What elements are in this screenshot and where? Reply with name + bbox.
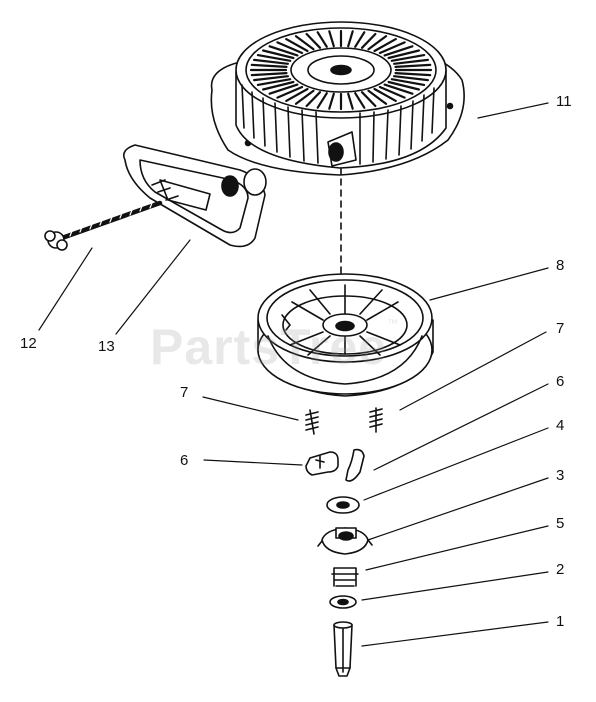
housing-fin: [328, 30, 335, 48]
spring-left: [305, 409, 319, 435]
housing-fin: [354, 31, 366, 48]
housing-fin: [383, 83, 414, 95]
housing-fin: [294, 89, 315, 105]
housing-fin: [354, 92, 366, 109]
housing-fin: [305, 91, 322, 108]
housing-fin: [316, 31, 328, 48]
housing-fin: [393, 75, 429, 82]
housing-fin: [394, 63, 432, 69]
housing-fin: [390, 78, 426, 87]
housing-fin: [373, 87, 397, 103]
housing-fin: [378, 41, 406, 55]
housing-fin: [285, 87, 309, 103]
housing-fin: [383, 45, 414, 57]
callout-7-left: 7: [180, 384, 189, 401]
housing-fin: [316, 92, 328, 109]
washer-upper: [326, 496, 360, 514]
starter-handle: [122, 144, 267, 248]
callout-3: 3: [556, 467, 565, 484]
callout-4: 4: [556, 417, 565, 434]
starter-rope: [44, 200, 163, 251]
callout-6-left: 6: [180, 452, 189, 469]
housing-fin: [373, 37, 397, 53]
washer-lower: [329, 595, 357, 609]
housing-fin: [250, 63, 288, 69]
callout-2: 2: [556, 561, 565, 578]
housing-fin: [253, 75, 289, 82]
callout-8: 8: [556, 257, 565, 274]
housing-fin: [253, 58, 289, 65]
housing-fin: [250, 71, 288, 77]
spring-right: [369, 407, 383, 433]
housing-fin: [256, 53, 292, 62]
housing-fin: [378, 85, 406, 99]
housing-fin: [367, 89, 388, 105]
callout-11: 11: [556, 93, 572, 110]
housing-fin: [268, 83, 299, 95]
callout-6-right: 6: [556, 373, 565, 390]
housing-fin: [268, 45, 299, 57]
housing-fin: [387, 80, 420, 91]
housing-fin: [394, 71, 432, 77]
housing-fin: [347, 30, 354, 48]
housing-fin: [328, 92, 335, 110]
housing-fin: [367, 35, 388, 51]
retainer: [317, 527, 373, 555]
shaft-pin: [333, 621, 353, 677]
housing-fin: [393, 58, 429, 65]
leader-lines: [38, 102, 549, 647]
pawl-right: [345, 448, 365, 482]
housing-fin: [387, 49, 420, 60]
callout-5: 5: [556, 515, 565, 532]
callout-7-right: 7: [556, 320, 565, 337]
compression-spring: [331, 567, 359, 587]
housing-fin: [256, 78, 292, 87]
housing-fin: [276, 41, 304, 55]
housing-fin: [262, 80, 295, 91]
housing-fin: [360, 91, 377, 108]
callout-12: 12: [20, 335, 37, 352]
housing-fin: [276, 85, 304, 99]
housing-fin: [294, 35, 315, 51]
housing-fin: [390, 53, 426, 62]
watermark-text: PartsTree™: [150, 318, 399, 375]
pulley: [257, 273, 434, 397]
housing-fin: [360, 32, 377, 49]
housing-fin: [262, 49, 295, 60]
callout-13: 13: [98, 338, 115, 355]
callout-1: 1: [556, 613, 565, 630]
starter-housing: [210, 21, 465, 301]
housing-fins: [249, 29, 433, 111]
housing-fin: [347, 92, 354, 110]
housing-fin: [305, 32, 322, 49]
pawl-left: [305, 451, 339, 476]
housing-fin: [285, 37, 309, 53]
